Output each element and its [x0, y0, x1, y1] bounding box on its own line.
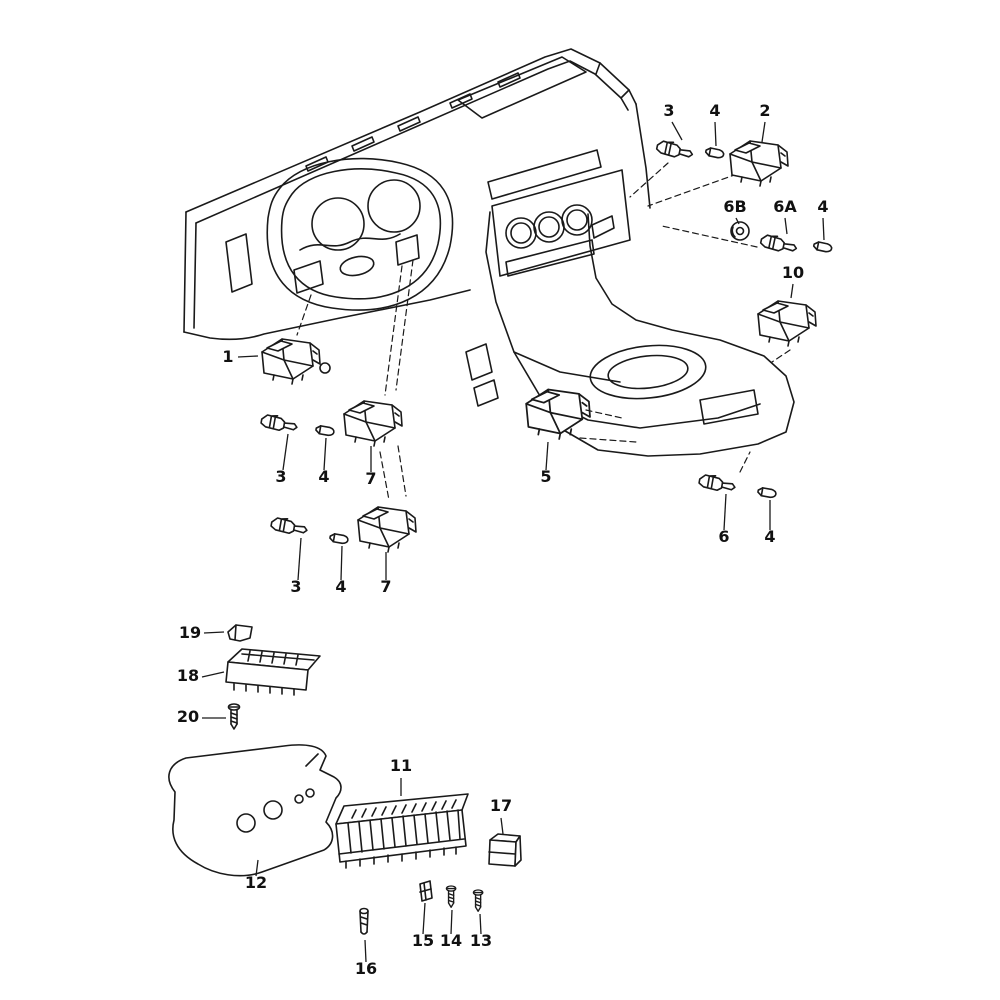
- callout-label-3-0: 3: [663, 101, 674, 120]
- center-stack: [487, 149, 631, 277]
- part-18-fuse-holder: [225, 648, 321, 696]
- part-15-bracket: [419, 880, 433, 902]
- callout-label-19-17: 19: [179, 623, 201, 642]
- leader-line-19-17: [203, 631, 225, 634]
- leader-line-15-23: [422, 902, 426, 935]
- leader-line-13-25: [479, 913, 482, 935]
- callout-label-10-6: 10: [782, 263, 804, 282]
- callout-label-6-12: 6: [718, 527, 729, 546]
- dashboard-top: [185, 48, 651, 224]
- callout-label-14-24: 14: [440, 931, 462, 950]
- callout-label-20-19: 20: [177, 707, 199, 726]
- leader-line-4-9: [323, 437, 327, 471]
- part-1-plug: [319, 362, 331, 374]
- callout-label-4-15: 4: [335, 577, 346, 596]
- leader-line-3-0: [671, 121, 683, 141]
- part-12-mounting-plate: [168, 744, 342, 877]
- callout-label-7-10: 7: [365, 469, 376, 488]
- alignment-dashes: [296, 162, 791, 501]
- leader-line-18-18: [201, 671, 225, 678]
- leader-line-12-22: [255, 859, 259, 877]
- leader-line-16-26: [364, 939, 367, 963]
- callout-label-7-16: 7: [380, 577, 391, 596]
- callout-label-1-7: 1: [222, 347, 233, 366]
- callout-label-17-21: 17: [490, 796, 512, 815]
- callout-label-11-20: 11: [390, 756, 412, 775]
- drawing-root: [168, 48, 834, 935]
- callout-label-3-8: 3: [275, 467, 286, 486]
- switch-openings: [293, 234, 420, 294]
- part-6b-knob: [730, 221, 750, 241]
- leader-line-6B-3: [735, 217, 740, 225]
- callout-label-4-9: 4: [318, 467, 329, 486]
- callout-label-4-1: 4: [709, 101, 720, 120]
- callout-label-5-11: 5: [540, 467, 551, 486]
- part-17-relay: [488, 833, 522, 867]
- leader-line-2-2: [761, 121, 766, 143]
- callout-label-15-23: 15: [412, 931, 434, 950]
- leader-line-10-6: [790, 283, 794, 299]
- part-11-fuse-box: [335, 793, 469, 869]
- callout-label-3-14: 3: [290, 577, 301, 596]
- leader-line-3-14: [297, 537, 302, 581]
- callout-label-4-13: 4: [764, 527, 775, 546]
- callout-label-16-26: 16: [355, 959, 377, 978]
- leader-line-6A-4: [784, 217, 788, 235]
- callout-label-18-18: 18: [177, 666, 199, 685]
- callout-label-2-2: 2: [759, 101, 770, 120]
- leader-lines: [201, 121, 825, 963]
- callout-label-6B-3: 6B: [723, 197, 746, 216]
- leader-line-3-8: [282, 433, 289, 471]
- leader-line-17-21: [500, 817, 504, 835]
- leader-line-6-12: [723, 493, 727, 531]
- leader-line-4-5: [822, 217, 825, 241]
- leader-line-4-15: [340, 545, 343, 581]
- instrument-cluster: [266, 157, 454, 311]
- callout-label-6A-4: 6A: [773, 197, 797, 216]
- part-16-pin: [359, 907, 369, 935]
- callout-label-13-25: 13: [470, 931, 492, 950]
- dashboard-face: [183, 211, 471, 341]
- part-19-clip: [227, 624, 253, 642]
- callout-label-12-22: 12: [245, 873, 267, 892]
- callout-label-4-5: 4: [817, 197, 828, 216]
- leader-line-5-11: [545, 441, 549, 471]
- leader-line-4-1: [714, 121, 717, 147]
- leader-line-1-7: [237, 355, 259, 358]
- leader-line-14-24: [450, 909, 453, 935]
